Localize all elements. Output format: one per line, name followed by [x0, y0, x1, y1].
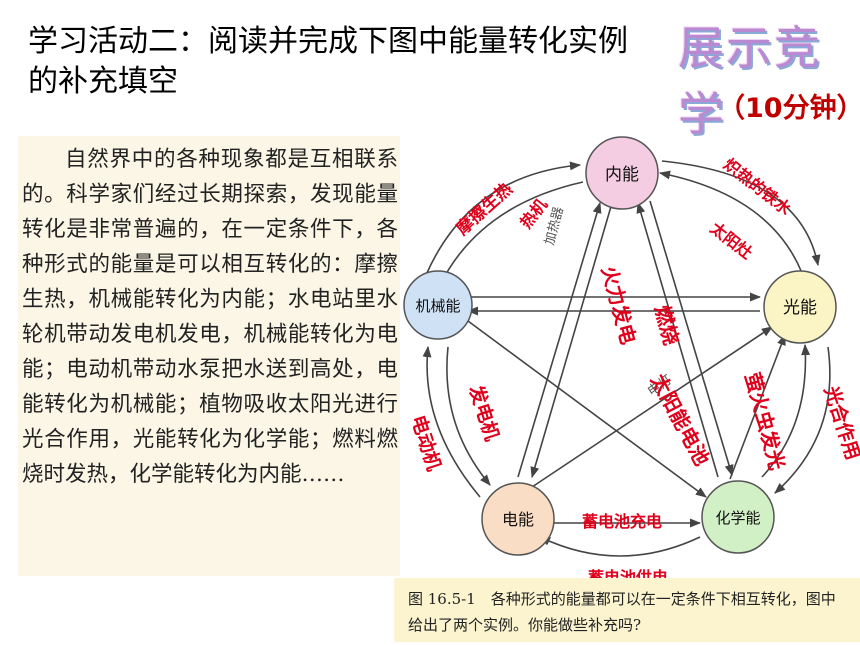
node-mechanical: 机械能	[403, 270, 473, 340]
textbook-excerpt: 自然界中的各种现象都是互相联系的。科学家们经过长期探索，发现能量转化是非常普遍的…	[18, 136, 400, 576]
arrow-mechanical-to-internal	[425, 161, 582, 276]
answer-combustion: 燃烧	[650, 303, 684, 348]
node-electric: 电能	[481, 482, 555, 556]
arrow-chemical-to-light-inner	[729, 333, 786, 480]
arrow-electric-to-internal	[517, 201, 602, 478]
arrow-internal-to-mechanical	[439, 181, 584, 287]
node-mechanical-label: 机械能	[415, 297, 460, 315]
arrow-electric-to-light	[531, 326, 773, 488]
arrow-internal-to-electric	[530, 202, 613, 479]
answer-charging: 蓄电池充电	[582, 512, 662, 531]
arrow-chemical-to-internal	[636, 201, 719, 478]
arrow-internal-to-chemical	[649, 200, 734, 477]
excerpt-paragraph: 自然界中的各种现象都是互相联系的。科学家们经过长期探索，发现能量转化是非常普遍的…	[22, 147, 398, 487]
page-title: 学习活动二：阅读并完成下图中能量转化实例的补充填空	[28, 24, 628, 99]
arrow-internal-to-light	[661, 160, 821, 267]
brand-logo: 展示竞学	[678, 21, 822, 141]
figure-caption-box: 图 16.5-1 各种形式的能量都可以在一定条件下相互转化，图中给出了两个实例。…	[394, 578, 860, 642]
node-chemical: 化学能	[701, 480, 775, 554]
arrow-light-to-chemical	[774, 346, 831, 494]
arrow-chemical-to-electric	[538, 536, 701, 557]
arrow-chemical-to-light	[761, 343, 811, 478]
arrow-mechanical-to-chemical	[467, 320, 707, 498]
answer-motor: 电动机	[406, 412, 445, 473]
answer-firefly: 萤火虫发光	[740, 370, 789, 473]
arrow-light-to-internal	[658, 170, 803, 274]
answer-photosynthesis: 光合作用	[819, 382, 860, 462]
node-light: 光能	[763, 270, 837, 344]
answer-hot-iron: 炽热的铁水	[720, 155, 796, 220]
energy-conversion-diagram: 内能 机械能 光能 电能 化学能 加热器 电灯 摩擦生热 热机 炽热的铁水 太阳…	[403, 136, 860, 587]
answer-friction: 摩擦生热	[452, 178, 517, 239]
time-limit: （10分钟）	[718, 93, 860, 124]
arrow-mechanical-to-electric	[446, 346, 491, 486]
node-internal: 内能	[585, 136, 659, 210]
node-electric-label: 电能	[502, 510, 534, 529]
node-internal-label: 内能	[605, 165, 639, 185]
node-chemical-label: 化学能	[715, 509, 760, 527]
figure-caption: 图 16.5-1 各种形式的能量都可以在一定条件下相互转化，图中给出了两个实例。…	[408, 590, 836, 634]
answer-generator: 发电机	[464, 381, 504, 443]
arrow-electric-to-mechanical	[422, 345, 481, 498]
answer-solar-cell: 太阳能电池	[646, 370, 714, 470]
answer-solar-cooker: 太阳灶	[706, 218, 756, 263]
answer-thermal-power: 火力发电	[597, 263, 641, 346]
node-light-label: 光能	[783, 298, 817, 318]
